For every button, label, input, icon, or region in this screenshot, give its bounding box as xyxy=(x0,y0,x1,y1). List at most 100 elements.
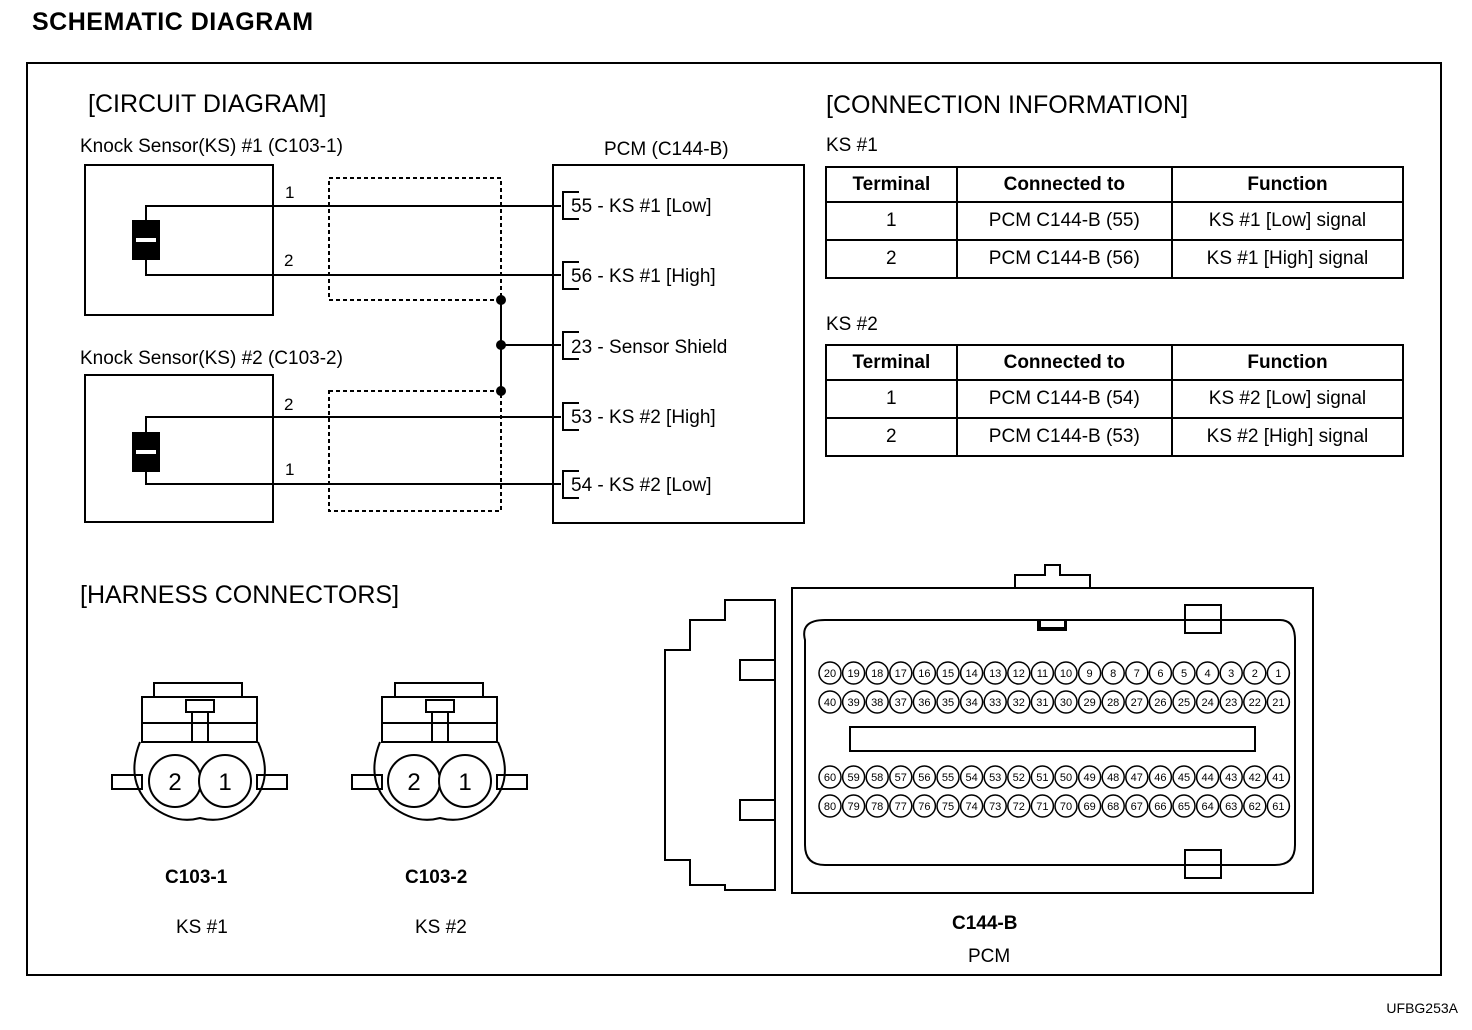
pcm-pin-39 xyxy=(841,690,866,714)
pcm-pin-number: 39 xyxy=(847,697,859,709)
cell-connected-to: PCM C144-B (55) xyxy=(955,201,1173,241)
pcm-pin-number: 8 xyxy=(1110,668,1116,680)
pcm-pin-number: 50 xyxy=(1060,772,1072,784)
c103-2-connector xyxy=(351,682,528,821)
pcm-pin-52 xyxy=(1007,765,1031,789)
pcm-pin-number: 37 xyxy=(895,697,907,709)
pcm-pin-number: 13 xyxy=(989,668,1001,680)
c103-2-subcaption: KS #2 xyxy=(415,917,467,938)
pcm-pin-number: 4 xyxy=(1205,668,1211,680)
pcm-pin-number: 54 xyxy=(965,772,977,784)
c103-2-pin-1: 1 xyxy=(458,769,471,796)
pcm-pin-57 xyxy=(889,765,913,789)
pcm-pin-13 xyxy=(983,661,1007,685)
pcm-pin-56 xyxy=(912,765,937,789)
pcm-pin-3 xyxy=(1219,661,1243,685)
pcm-pin-number: 48 xyxy=(1107,772,1119,784)
ks1-sensor-box xyxy=(84,164,274,316)
pcm-pin-58 xyxy=(865,765,889,789)
pcm-pin-9 xyxy=(1077,661,1102,685)
pcm-pin-11 xyxy=(1030,661,1055,685)
pcm-pin-42 xyxy=(1243,765,1267,789)
pcm-pin-22 xyxy=(1243,690,1267,714)
pcm-pin-70 xyxy=(1054,794,1078,818)
pcm-pin-number: 65 xyxy=(1178,801,1190,813)
pcm-pin-73 xyxy=(983,794,1007,818)
cell-function: KS #2 [Low] signal xyxy=(1170,379,1405,419)
pcm-pin-54 xyxy=(959,765,984,789)
pcm-pin-72 xyxy=(1007,794,1031,818)
pcm-pin-62 xyxy=(1243,794,1267,818)
pcm-pin-number: 12 xyxy=(1013,668,1025,680)
ks2-wire-high xyxy=(145,416,561,434)
pcm-pin-number: 53 xyxy=(989,772,1001,784)
pcm-pin-7 xyxy=(1125,661,1149,685)
diagram-frame xyxy=(26,62,1442,976)
pcm-pin-16 xyxy=(912,661,937,685)
pcm-pin-53-label: 53 - KS #2 [High] xyxy=(571,407,716,428)
pcm-pin-76 xyxy=(912,794,937,818)
pcm-pin-number: 25 xyxy=(1178,697,1190,709)
pcm-pin-44 xyxy=(1195,765,1220,789)
pcm-pin-15 xyxy=(936,661,960,685)
header-connected-to: Connected to xyxy=(955,344,1173,381)
cell-function: KS #1 [High] signal xyxy=(1170,239,1405,279)
shield-junction-top xyxy=(496,295,506,305)
pcm-pin-number: 63 xyxy=(1225,801,1237,813)
pcm-pin-number: 23 xyxy=(1225,697,1237,709)
pcm-pin-38 xyxy=(865,690,889,714)
ks1-table-caption: KS #1 xyxy=(826,135,878,156)
page-title: SCHEMATIC DIAGRAM xyxy=(32,8,314,36)
cell-connected-to: PCM C144-B (54) xyxy=(955,379,1173,419)
pcm-pin-46 xyxy=(1148,765,1173,789)
pcm-pin-45 xyxy=(1172,765,1196,789)
pcm-pin-18 xyxy=(865,661,889,685)
pcm-pin-number: 40 xyxy=(824,697,836,709)
pcm-pin-24 xyxy=(1195,690,1220,714)
ks1-wire-low xyxy=(145,205,561,222)
pcm-pin-50 xyxy=(1054,765,1078,789)
pin-bracket-23 xyxy=(562,331,579,360)
pcm-pin-number: 35 xyxy=(942,697,954,709)
pcm-pin-number: 29 xyxy=(1083,697,1095,709)
cell-terminal: 2 xyxy=(825,417,958,457)
pcm-pin-number: 74 xyxy=(965,801,977,813)
pcm-pin-number: 46 xyxy=(1154,772,1166,784)
pcm-pin-number: 5 xyxy=(1181,668,1187,680)
c144b-subcaption: PCM xyxy=(968,946,1011,967)
pin-bracket-54 xyxy=(562,470,579,499)
pcm-pin-75 xyxy=(936,794,960,818)
pcm-pin-71 xyxy=(1030,794,1055,818)
c103-1-pin-1: 1 xyxy=(218,769,231,796)
pcm-pin-36 xyxy=(912,690,937,714)
ks1-wire-high xyxy=(145,258,561,276)
pcm-pin-27 xyxy=(1125,690,1149,714)
pcm-pin-35 xyxy=(936,690,960,714)
pcm-pin-74 xyxy=(959,794,984,818)
pcm-pin-number: 55 xyxy=(942,772,954,784)
pcm-pin-61 xyxy=(1266,794,1291,818)
pcm-pin-number: 11 xyxy=(1037,668,1048,680)
harness-connectors-title: [HARNESS CONNECTORS] xyxy=(80,581,400,609)
cell-connected-to: PCM C144-B (53) xyxy=(955,417,1173,457)
shield-junction-mid xyxy=(496,340,506,350)
connection-info-title: [CONNECTION INFORMATION] xyxy=(826,91,1189,119)
pcm-pin-number: 28 xyxy=(1107,697,1119,709)
header-terminal: Terminal xyxy=(825,166,958,203)
c144b-caption: C144-B xyxy=(952,913,1018,934)
pcm-pin-number: 22 xyxy=(1249,697,1261,709)
pcm-pin-number: 16 xyxy=(918,668,930,680)
pcm-pin-78 xyxy=(865,794,889,818)
ks2-wire-number-1: 1 xyxy=(285,460,295,479)
pcm-pin-21 xyxy=(1266,690,1291,714)
pcm-pin-number: 57 xyxy=(895,772,907,784)
pcm-pin-66 xyxy=(1148,794,1173,818)
pcm-pin-number: 72 xyxy=(1013,801,1025,813)
pcm-pin-40 xyxy=(818,690,842,714)
pcm-pin-14 xyxy=(959,661,984,685)
table-row: 2 PCM C144-B (56) KS #1 [High] signal xyxy=(825,239,1405,279)
pcm-pin-number: 21 xyxy=(1272,697,1284,709)
cell-terminal: 1 xyxy=(825,379,958,419)
ks1-label: Knock Sensor(KS) #1 (C103-1) xyxy=(80,136,343,157)
